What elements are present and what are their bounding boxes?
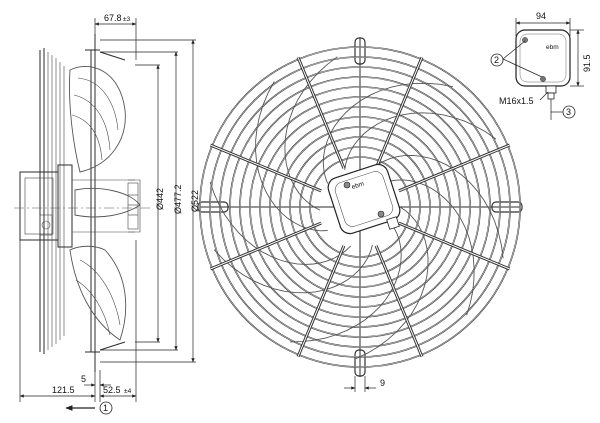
detail-view: 94 ebm 3 M16x1.5 91.5 2 [490,11,592,120]
guard-strut [210,222,322,270]
callout-2-group: 2 [490,40,543,78]
detail-thread: M16x1.5 [499,96,534,106]
guard-strut [297,245,345,357]
terminal-box [515,29,571,87]
dim-front-9: 9 [344,376,385,392]
fan-blade-edge [209,181,352,265]
front-view: ebm 9 [197,37,523,392]
guard-strut [398,222,510,270]
callout-3-circle [562,105,576,119]
dim-left-value: 121.5 [52,385,75,395]
guard-strut [210,144,322,192]
dim-top-tol: ±3 [123,16,131,23]
callout-2: 2 [494,55,499,65]
guard-strut [375,245,423,357]
callout-1: 1 [103,403,108,413]
airflow-arrow: 1 [65,401,113,415]
fan-blade-edge [390,179,475,316]
fan-blade-edge [372,154,504,259]
callout-2-circle [490,53,504,67]
callout-3: 3 [566,107,571,117]
dim-bottom-value: 52.5 [103,385,121,395]
dim-diameters: Ø442 Ø477.2 Ø522 [100,39,200,363]
fan-blade-edge [213,244,373,294]
fan-blade-edge [255,81,328,232]
dia-477: Ø477.2 [173,184,183,214]
front-guard-struts [209,56,511,358]
side-motor [19,164,135,248]
front-motor-box: ebm [327,163,401,235]
dim-top-67-8: 67.8 ±3 [94,13,137,60]
dia-442: Ø442 [155,188,165,210]
dim-small-value: 5 [81,374,86,384]
callout-1-circle [99,401,113,415]
dim-detail-91-5: 91.5 [570,29,592,87]
dim-bottom: 121.5 5 52.5 ±4 [19,240,137,402]
side-blades [69,66,141,341]
fan-blade-edge [289,227,402,343]
fan-blade-edge [355,206,429,360]
detail-screw-bottom [540,76,546,82]
side-guard [39,48,65,354]
side-flange [85,34,126,372]
dim-top-value: 67.8 [104,13,122,23]
cable-gland [545,85,557,94]
guard-strut [375,57,423,169]
side-view: 67.8 ±3 Ø442 Ø477.2 Ø522 121.5 [14,13,200,415]
front-dim-value: 9 [380,378,385,388]
dim-detail-94: 94 [515,11,571,36]
guard-strut [398,144,510,192]
detail-height: 91.5 [582,54,592,72]
guard-strut [297,57,345,169]
fan-blade-edge [344,112,497,171]
dim-bottom-tol: ±4 [124,388,132,395]
detail-brand: ebm [546,44,559,51]
dia-522: Ø522 [190,190,200,212]
front-brand: ebm [351,180,365,191]
detail-width: 94 [536,11,546,21]
detail-screw-top [522,37,528,43]
